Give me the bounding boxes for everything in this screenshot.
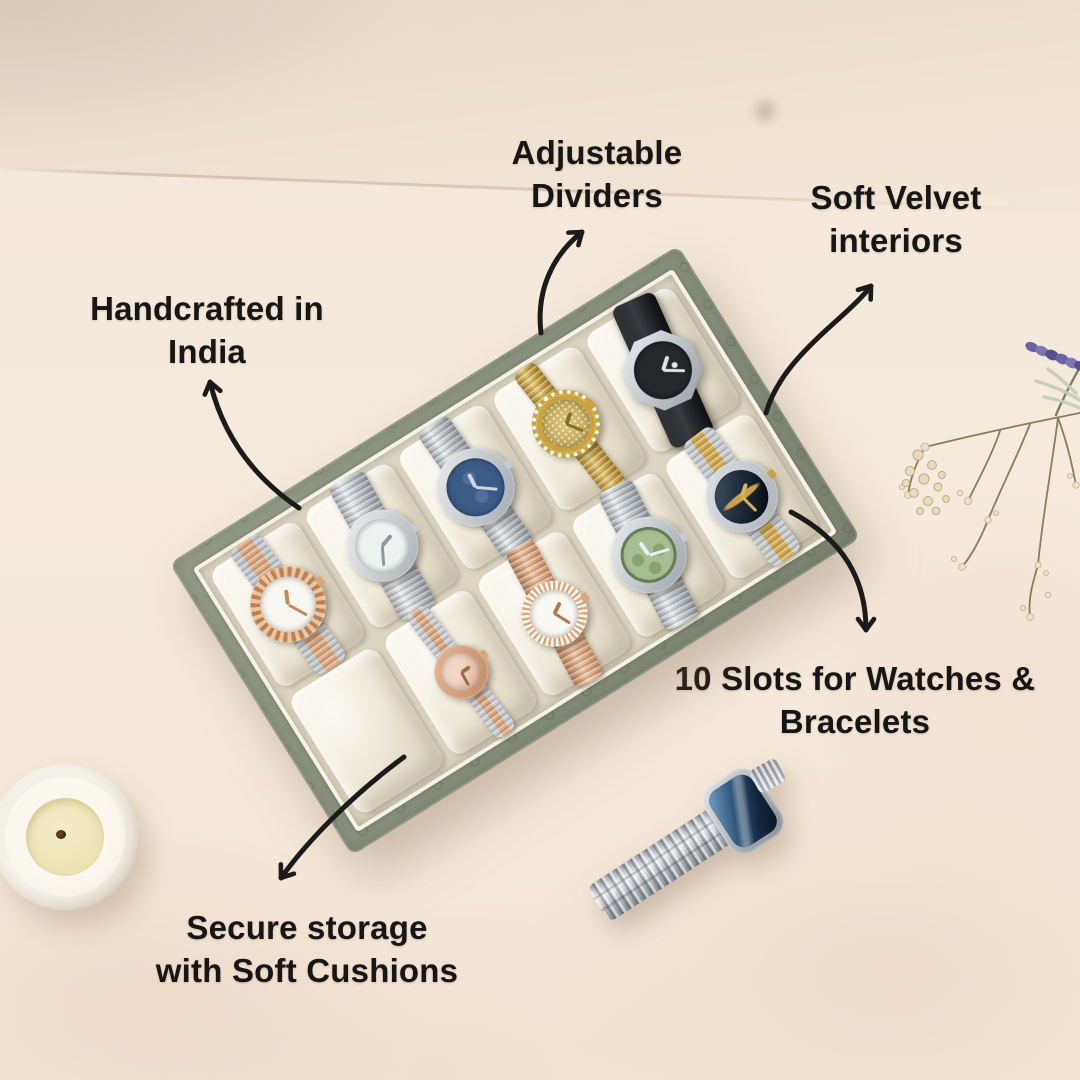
loose-watch-body <box>558 715 838 969</box>
watch-dial <box>345 509 418 583</box>
label-line: Bracelets <box>779 703 931 740</box>
flower-stems <box>907 365 1080 618</box>
watch-box <box>169 245 861 856</box>
label-line: 10 Slots for Watches & <box>674 660 1036 697</box>
label-line: interiors <box>829 222 963 259</box>
label-line: Soft Velvet <box>810 179 982 216</box>
backdrop-shadow <box>0 0 420 150</box>
label-line: India <box>167 333 246 370</box>
label-handcrafted: Handcrafted in India <box>90 287 324 373</box>
dried-flowers <box>898 341 1080 621</box>
label-line: with Soft Cushions <box>155 952 459 989</box>
watch-dial <box>531 390 600 458</box>
lavender-sprig <box>1025 341 1080 371</box>
label-line: Secure storage <box>186 909 428 946</box>
label-adjustable-dividers: Adjustable Dividers <box>512 131 683 217</box>
candle <box>0 764 138 910</box>
watch-dial <box>625 332 701 408</box>
loose-watch <box>582 757 818 923</box>
dried-flower-cluster <box>901 449 950 516</box>
fern-leaf <box>1034 367 1080 410</box>
label-line: Adjustable <box>511 134 683 171</box>
label-secure-storage: Secure storage with Soft Cushions <box>156 906 458 992</box>
label-soft-velvet: Soft Velvet interiors <box>811 176 982 262</box>
watch-dial <box>610 517 687 593</box>
label-line: Dividers <box>531 177 663 214</box>
gypsophila-buds <box>898 442 1080 621</box>
label-ten-slots: 10 Slots for Watches & Bracelets <box>675 657 1036 743</box>
label-line: Handcrafted in <box>90 290 324 327</box>
watch-dial <box>521 580 588 647</box>
surface-smudge <box>748 96 782 126</box>
candle-wick <box>56 830 66 839</box>
